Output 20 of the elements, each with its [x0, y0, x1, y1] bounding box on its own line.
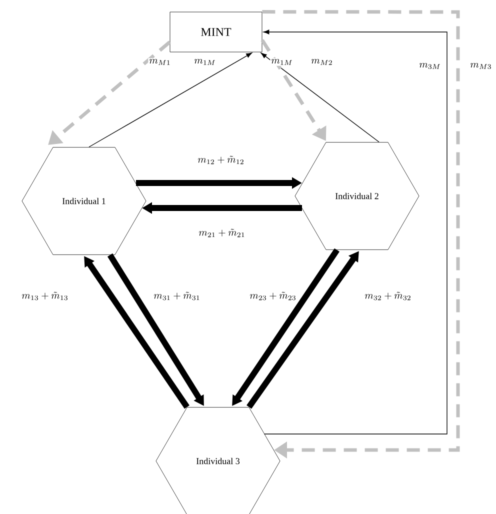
hexagon-node: Individual 3	[156, 407, 280, 514]
edge-label: $m_{M1}$	[148, 58, 172, 66]
hexagon-node: Individual 1	[22, 147, 146, 255]
arrow	[260, 52, 380, 142]
edge-label: $m_{21} + \tilde{m}_{21}$	[198, 228, 246, 238]
edge-label: $m_{13} + \tilde{m}_{13}$	[20, 290, 70, 302]
edge-label: $m_{23} + \tilde{m}_{23}$	[248, 290, 298, 302]
arrow	[88, 52, 252, 148]
edge-label: $m_{12} + \tilde{m}_{12}$	[196, 154, 246, 166]
edge-label: $m_{1M}$	[270, 58, 294, 66]
edge-label: $m_{1M}$	[193, 58, 217, 66]
arrow	[263, 30, 448, 434]
edge-label: $m_{3M}$	[418, 62, 442, 70]
edge-label: $m_{M3}$	[469, 62, 493, 70]
hexagon-node: Individual 2	[294, 142, 420, 250]
arrow	[262, 10, 460, 458]
edge-label: $m_{M2}$	[310, 58, 334, 66]
edge-label: $m_{31} + \tilde{m}_{31}$	[152, 290, 202, 302]
edge-label: $m_{32} + \tilde{m}_{32}$	[364, 290, 412, 302]
process-box: MINT	[170, 12, 262, 52]
